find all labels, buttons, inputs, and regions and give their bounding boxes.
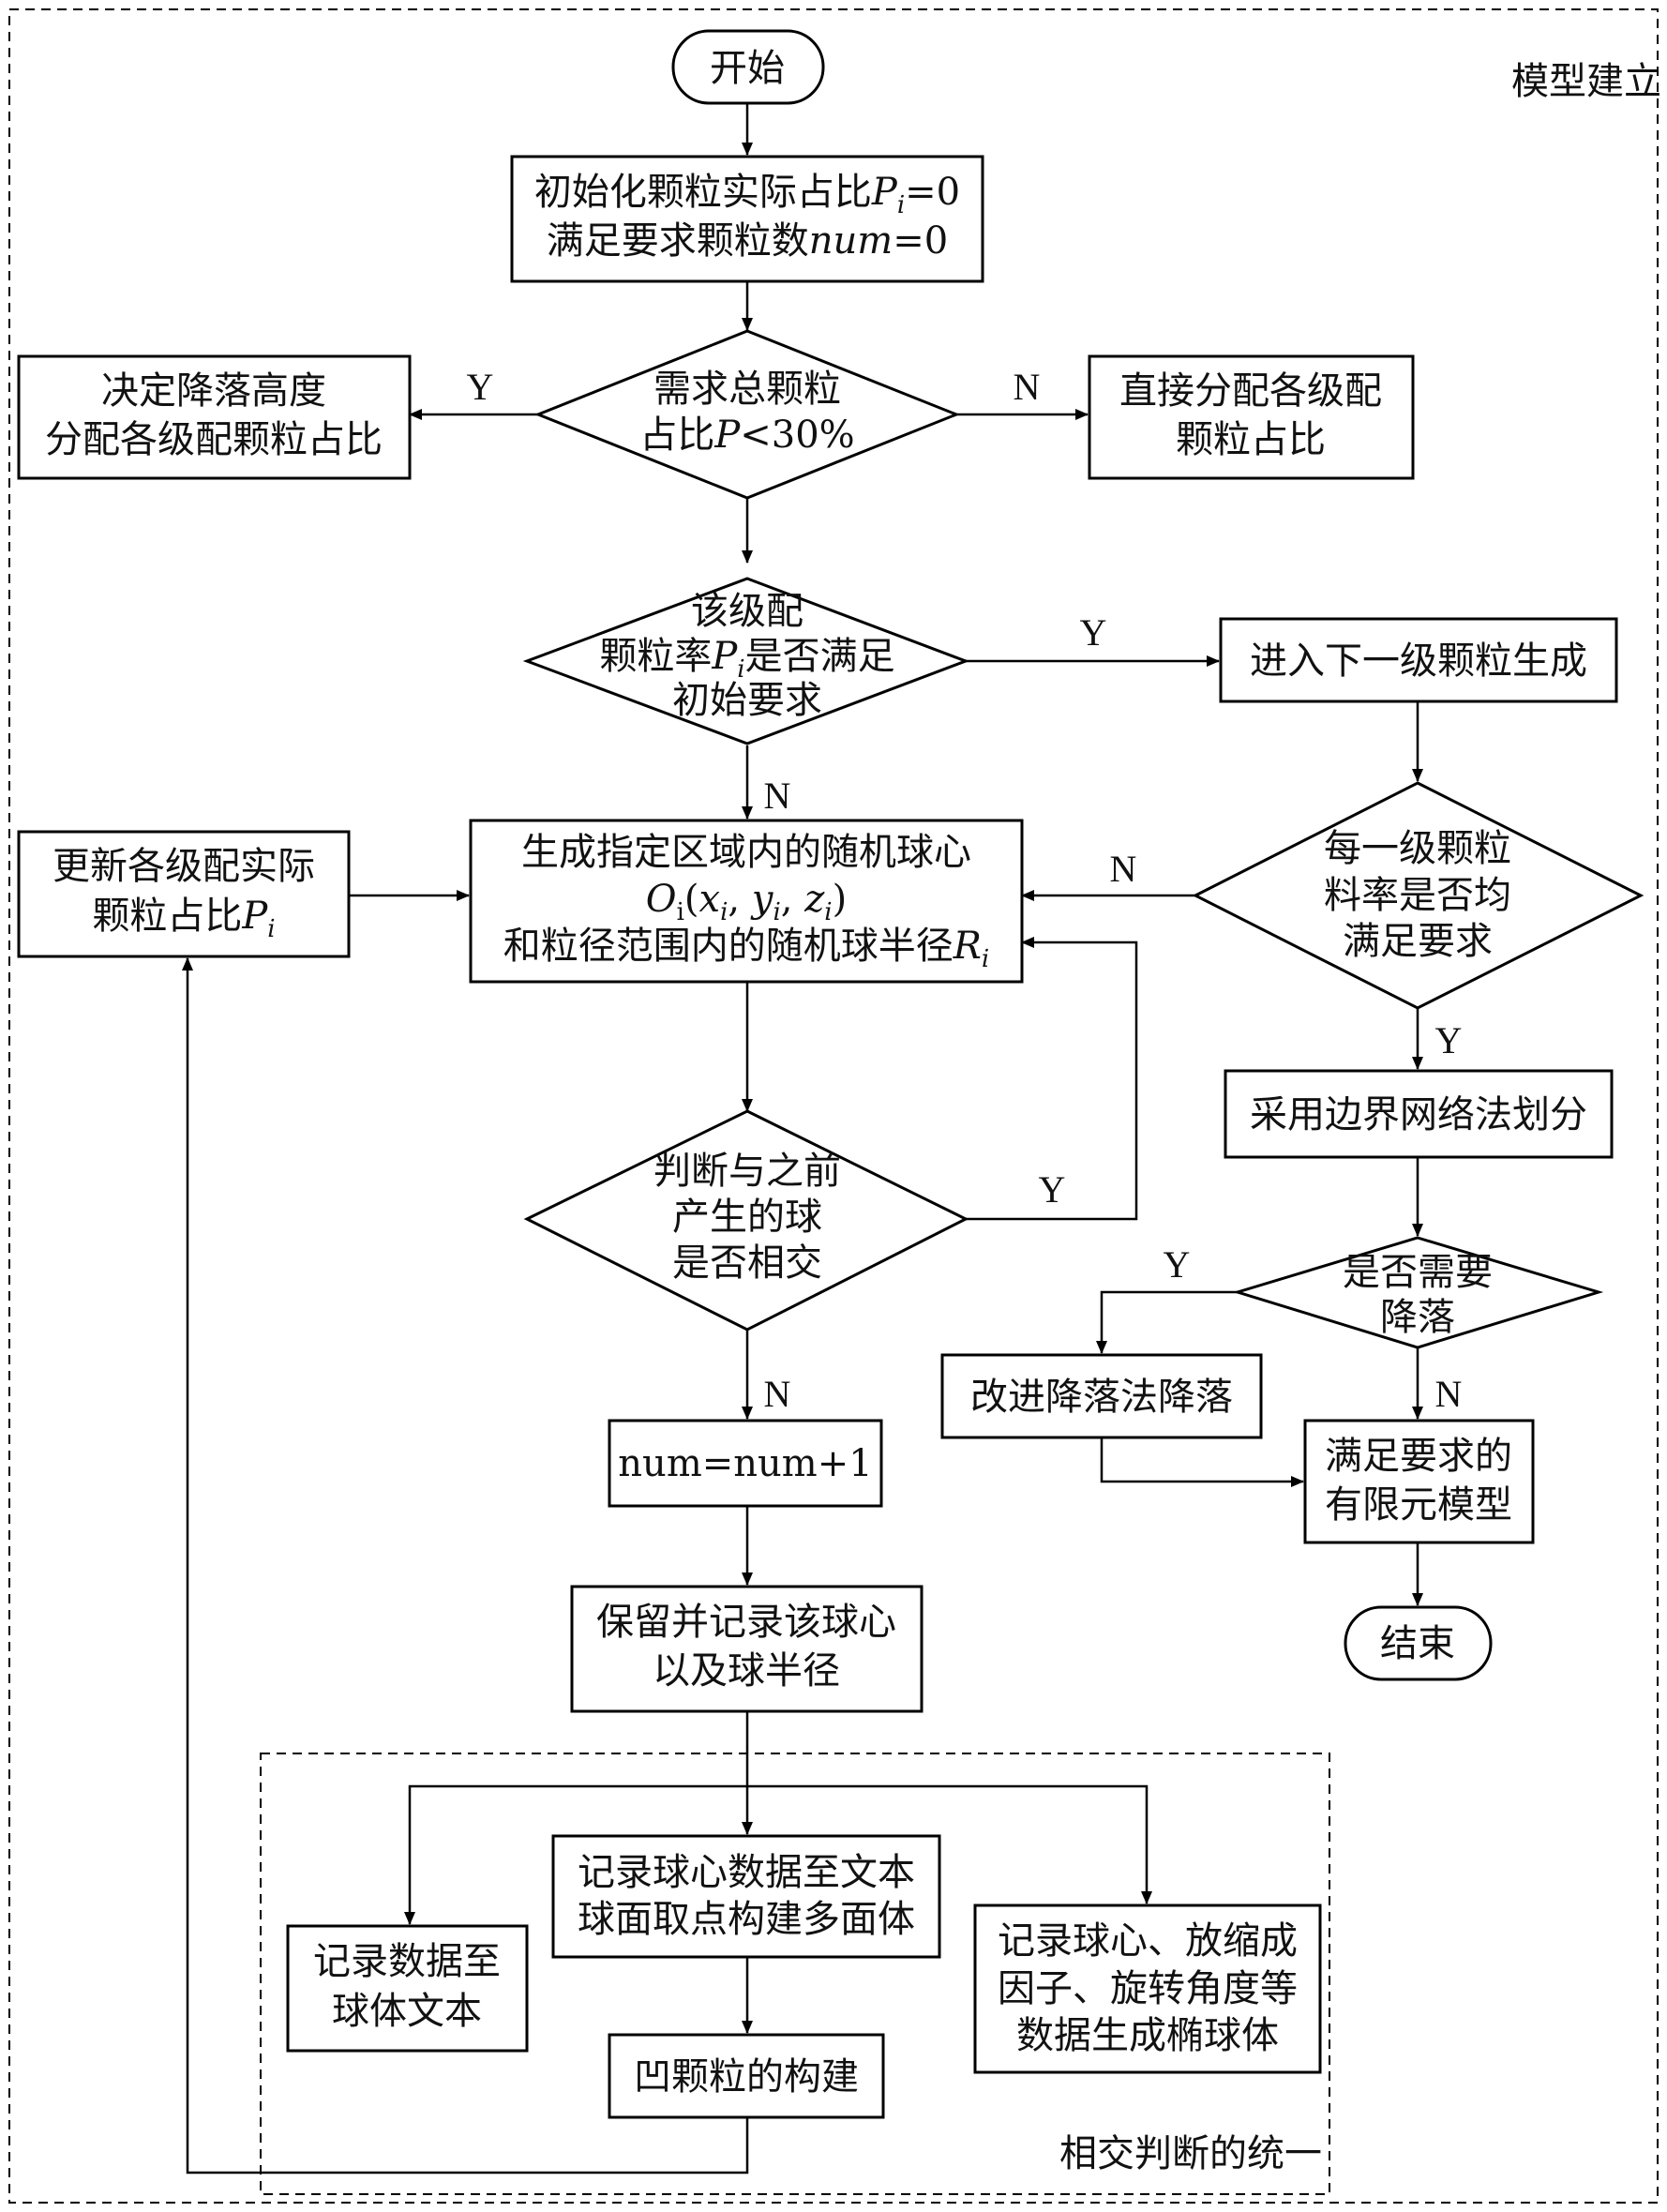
decision-total-ratio: 需求总颗粒 占比P<30% — [533, 329, 961, 500]
start-text: 开始 — [710, 47, 785, 90]
right-allocation-node: 直接分配各级配 颗粒占比 — [1088, 354, 1415, 480]
start-node: 开始 — [671, 29, 825, 105]
decision-intersect: 判断与之前 产生的球 是否相交 — [523, 1109, 969, 1332]
label-yes-each: Y — [1435, 1019, 1463, 1061]
record-sphere-line1: 记录数据至 — [313, 1940, 501, 1983]
left-allocation-node: 决定降落高度 分配各级配颗粒占比 — [17, 354, 412, 480]
right-alloc-line2: 颗粒占比 — [1176, 418, 1326, 461]
generate-sphere-node: 生成指定区域内的随机球心 Oi(xi, yi, zi) 和粒径范围内的随机球半径… — [469, 819, 1024, 984]
label-no-grade: N — [764, 775, 791, 817]
label-yes-drop: Y — [1164, 1243, 1191, 1286]
init-line2: 满足要求颗粒数num=0 — [547, 219, 948, 263]
fe-model-line2: 有限元模型 — [1325, 1483, 1512, 1527]
decision-grade-line2: 颗粒率Pi是否满足 — [599, 635, 894, 684]
record-ellipsoid-line2: 因子、旋转角度等 — [998, 1967, 1298, 2010]
record-sphere-line2: 球体文本 — [332, 1990, 482, 2033]
keep-record-node: 保留并记录该球心 以及球半径 — [570, 1585, 924, 1713]
next-level-text: 进入下一级颗粒生成 — [1250, 640, 1587, 683]
label-yes-intersect: Y — [1039, 1168, 1066, 1211]
label-no-total: N — [1014, 366, 1041, 408]
generate-line1: 生成指定区域内的随机球心 — [521, 831, 971, 874]
record-ellipsoid-node: 记录球心、放缩成 因子、旋转角度等 数据生成椭球体 — [973, 1904, 1322, 2074]
decision-total-line2: 占比P<30% — [639, 414, 854, 457]
fe-model-node: 满足要求的 有限元模型 — [1303, 1419, 1535, 1544]
label-no-each: N — [1110, 848, 1137, 890]
record-ellipsoid-line3: 数据生成椭球体 — [1016, 2014, 1279, 2057]
decision-grade-ratio: 该级配 颗粒率Pi是否满足 初始要求 — [522, 577, 970, 745]
init-line1: 初始化颗粒实际占比Pi=0 — [534, 171, 960, 219]
improved-drop-node: 改进降落法降落 — [940, 1353, 1263, 1439]
left-alloc-line2: 分配各级配颗粒占比 — [45, 418, 383, 461]
update-line1: 更新各级配实际 — [53, 845, 315, 888]
decision-each-level: 每一级颗粒 料率是否均 满足要求 — [1192, 781, 1644, 1010]
decision-grade-line3: 初始要求 — [672, 679, 822, 722]
record-ellipsoid-line1: 记录球心、放缩成 — [998, 1919, 1298, 1963]
counter-text: num=num+1 — [618, 1442, 872, 1485]
next-level-node: 进入下一级颗粒生成 — [1219, 617, 1618, 703]
boundary-text: 采用边界网络法划分 — [1250, 1093, 1587, 1136]
generate-line2: Oi(xi, yi, zi) — [646, 878, 847, 926]
label-no-drop: N — [1435, 1373, 1463, 1415]
keep-line1: 保留并记录该球心 — [596, 1601, 896, 1644]
counter-node: num=num+1 — [608, 1419, 883, 1508]
boundary-method-node: 采用边界网络法划分 — [1224, 1069, 1614, 1159]
decision-drop-line2: 降落 — [1380, 1296, 1455, 1339]
decision-drop: 是否需要 降落 — [1232, 1236, 1604, 1349]
decision-total-line1: 需求总颗粒 — [653, 368, 841, 411]
concave-text: 凹颗粒的构建 — [634, 2055, 859, 2099]
record-text-node: 记录球心数据至文本 球面取点构建多面体 — [551, 1834, 941, 1959]
concave-particle-node: 凹颗粒的构建 — [608, 2033, 885, 2119]
update-line2: 颗粒占比Pi — [92, 895, 275, 943]
decision-intersect-line1: 判断与之前 — [653, 1150, 841, 1193]
keep-line2: 以及球半径 — [653, 1649, 840, 1693]
label-no-intersect: N — [764, 1373, 791, 1415]
generate-line3: 和粒径范围内的随机球半径Ri — [503, 925, 989, 973]
label-yes-total: Y — [467, 366, 494, 408]
connectors — [182, 103, 1423, 2174]
improved-drop-text: 改进降落法降落 — [970, 1376, 1233, 1419]
sub-frame — [260, 1753, 1330, 2195]
label-yes-grade: Y — [1080, 611, 1107, 654]
frame-label: 模型建立 — [1511, 60, 1661, 103]
record-sphere-node: 记录数据至 球体文本 — [286, 1924, 529, 2053]
right-alloc-line1: 直接分配各级配 — [1119, 369, 1382, 413]
decision-grade-line1: 该级配 — [691, 590, 803, 633]
init-node: 初始化颗粒实际占比Pi=0 满足要求颗粒数num=0 — [510, 155, 984, 283]
decision-intersect-line2: 产生的球 — [672, 1196, 822, 1239]
record-text-line1: 记录球心数据至文本 — [578, 1851, 915, 1894]
decision-intersect-line3: 是否相交 — [672, 1241, 822, 1285]
end-node: 结束 — [1344, 1605, 1493, 1681]
decision-drop-line1: 是否需要 — [1343, 1251, 1493, 1294]
left-alloc-line1: 决定降落高度 — [101, 369, 326, 413]
update-ratio-node: 更新各级配实际 颗粒占比Pi — [17, 830, 351, 958]
decision-each-line3: 满足要求 — [1343, 920, 1493, 963]
record-text-line2: 球面取点构建多面体 — [578, 1898, 915, 1941]
fe-model-line1: 满足要求的 — [1325, 1435, 1512, 1478]
branch-labels: Y N Y N N Y Y Y N N — [467, 366, 1463, 1415]
model-frame — [8, 8, 1659, 2204]
end-text: 结束 — [1380, 1622, 1455, 1665]
decision-each-line1: 每一级颗粒 — [1324, 827, 1511, 870]
sub-frame-label: 相交判断的统一 — [1059, 2132, 1322, 2175]
decision-each-line2: 料率是否均 — [1324, 874, 1511, 917]
